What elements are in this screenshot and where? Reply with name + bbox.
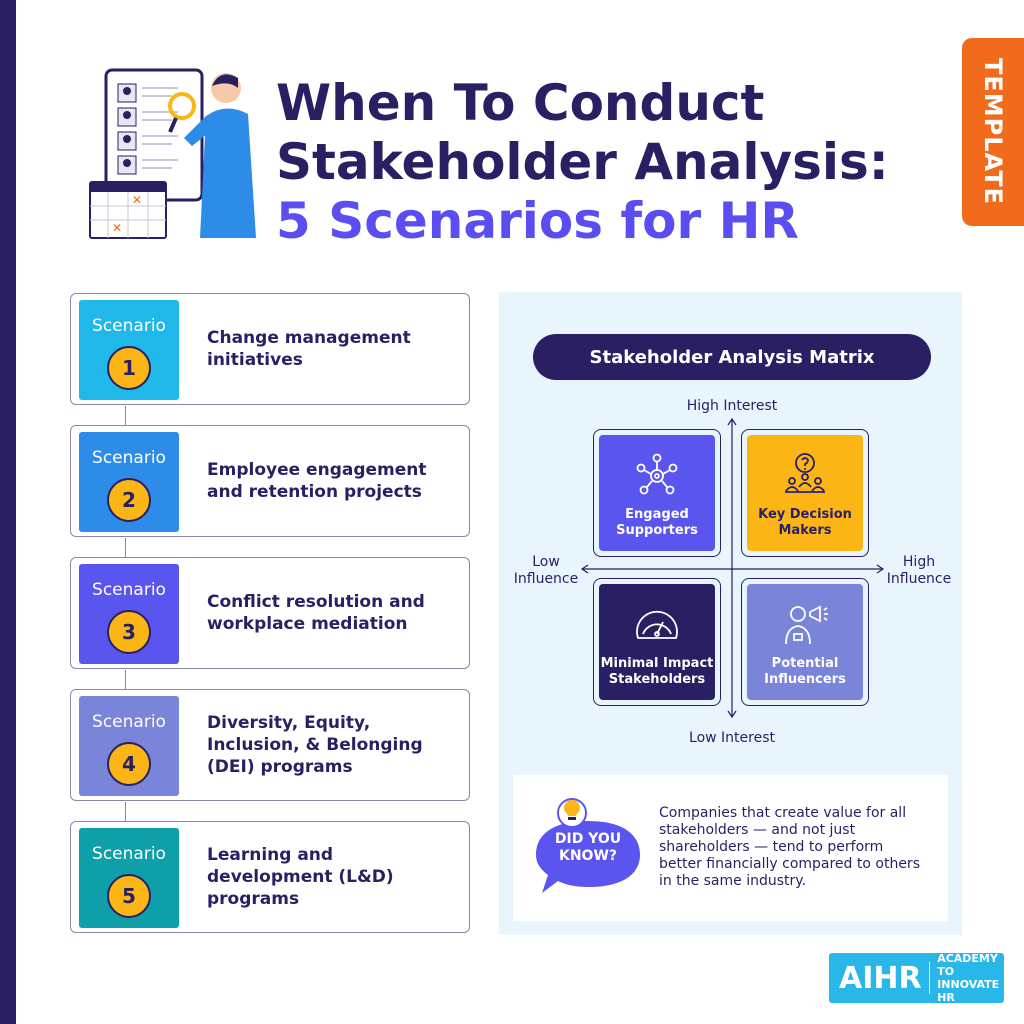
quadrant-minimal-impact: Minimal Impact Stakeholders	[593, 578, 721, 706]
quadrant-label: Potential Influencers	[764, 656, 846, 687]
quadrant-key-decision-makers: Key Decision Makers	[741, 429, 869, 557]
scenario-label: Scenario	[92, 580, 166, 600]
logo-name: AIHR	[839, 960, 922, 996]
scenario-connector	[125, 670, 126, 690]
logo-tagline: ACADEMY TO INNOVATE HR	[937, 952, 1004, 1004]
scenario-label: Scenario	[92, 712, 166, 732]
logo-separator	[928, 962, 931, 994]
scenario-card-1: Scenario 1 Change management initiatives	[70, 293, 470, 405]
megaphone-person-icon	[785, 605, 828, 645]
gauge-icon	[636, 610, 678, 639]
scenario-text: Change management initiatives	[207, 328, 411, 370]
did-you-know-text: Companies that create value for all stak…	[659, 805, 920, 889]
logo-tagline-line-1: ACADEMY TO	[937, 952, 998, 978]
svg-text:✕: ✕	[112, 221, 122, 235]
scenario-label: Scenario	[92, 316, 166, 336]
scenario-connector	[125, 406, 126, 426]
scenario-text: Learning and development (L&D) programs	[207, 845, 394, 909]
axis-label-low-interest: Low Interest	[689, 730, 775, 746]
title-line-3: 5 Scenarios for HR	[276, 192, 799, 250]
scenario-number: 2	[107, 478, 151, 522]
stakeholder-matrix-panel: Stakeholder Analysis Matrix High Interes…	[499, 292, 962, 935]
title-line-1: When To Conduct	[276, 74, 765, 132]
scenario-card-5: Scenario 5 Learning and development (L&D…	[70, 821, 470, 933]
scenario-number: 5	[107, 874, 151, 918]
quadrant-label: Key Decision Makers	[758, 507, 852, 538]
title-line-2: Stakeholder Analysis:	[276, 133, 889, 191]
page-title: When To Conduct Stakeholder Analysis: 5 …	[276, 74, 889, 251]
svg-text:✕: ✕	[132, 193, 142, 207]
quadrant-label: Minimal Impact Stakeholders	[600, 656, 714, 687]
question-leader-icon	[785, 453, 825, 493]
scenario-number: 3	[107, 610, 151, 654]
scenario-label: Scenario	[92, 448, 166, 468]
scenario-tag: Scenario 4	[79, 696, 179, 796]
scenario-number: 1	[107, 346, 151, 390]
matrix-title: Stakeholder Analysis Matrix	[533, 334, 931, 380]
lightbulb-icon	[564, 800, 580, 820]
scenario-text: Employee engagement and retention projec…	[207, 460, 427, 502]
logo-tagline-line-2: INNOVATE HR	[937, 978, 1000, 1004]
scenario-number: 4	[107, 742, 151, 786]
did-you-know-box: DID YOU KNOW? Companies that create valu…	[513, 775, 948, 921]
aihr-logo: AIHR ACADEMY TO INNOVATE HR	[829, 952, 1004, 1004]
scenario-connector	[125, 802, 126, 822]
scenario-card-4: Scenario 4 Diversity, Equity, Inclusion,…	[70, 689, 470, 801]
quadrant-potential-influencers: Potential Influencers	[741, 578, 869, 706]
scenario-tag: Scenario 3	[79, 564, 179, 664]
axis-label-high-interest: High Interest	[686, 398, 778, 414]
template-tab-label: TEMPLATE	[979, 58, 1007, 206]
scenario-text: Diversity, Equity, Inclusion, & Belongin…	[207, 713, 423, 777]
network-people-icon	[636, 453, 678, 495]
scenario-tag: Scenario 5	[79, 828, 179, 928]
left-accent-bar	[0, 0, 16, 1024]
axis-label-low-influence: Low Influence	[513, 554, 579, 587]
hero-illustration: ✕ ✕	[89, 68, 256, 239]
did-you-know-badge: DID YOU KNOW?	[554, 831, 622, 864]
scenario-tag: Scenario 1	[79, 300, 179, 400]
scenario-label: Scenario	[92, 844, 166, 864]
scenario-text: Conflict resolution and workplace mediat…	[207, 592, 425, 634]
axis-label-high-influence: High Influence	[886, 554, 952, 587]
template-tab: TEMPLATE	[962, 38, 1024, 226]
scenario-card-3: Scenario 3 Conflict resolution and workp…	[70, 557, 470, 669]
scenario-connector	[125, 538, 126, 558]
scenario-tag: Scenario 2	[79, 432, 179, 532]
quadrant-engaged-supporters: Engaged Supporters	[593, 429, 721, 557]
scenario-card-2: Scenario 2 Employee engagement and reten…	[70, 425, 470, 537]
quadrant-label: Engaged Supporters	[616, 507, 698, 538]
matrix-axes	[580, 417, 885, 719]
